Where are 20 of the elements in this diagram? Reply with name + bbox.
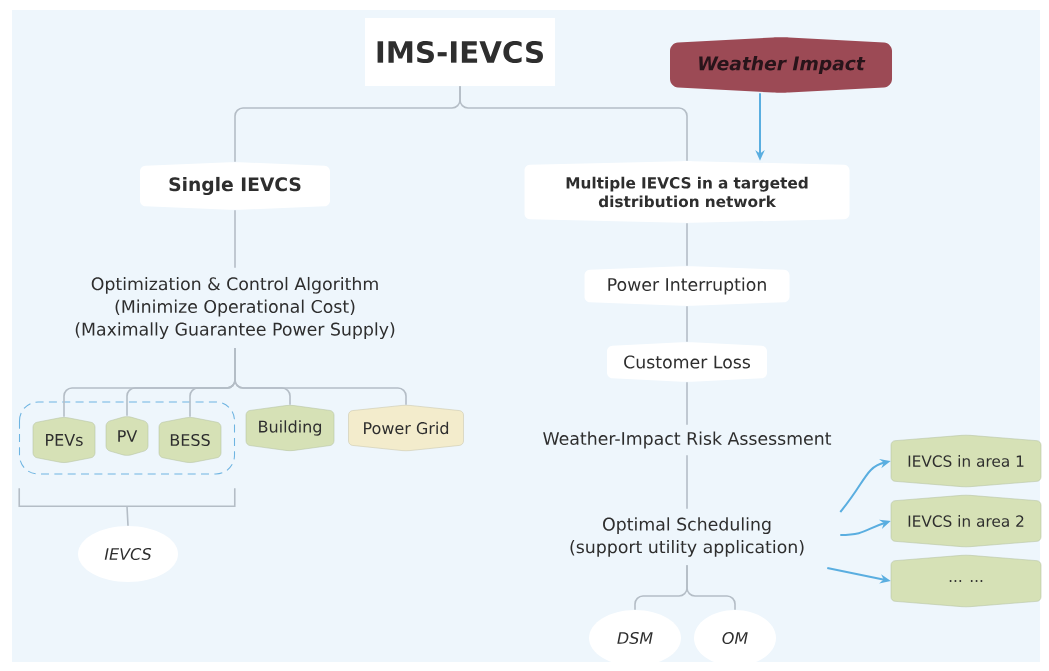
bracket-connector [18, 487, 236, 527]
ellipse-label: IEVCS [78, 526, 178, 582]
rounded-label: Multiple IEVCS in a targeted distribution network [524, 161, 850, 223]
connector [459, 85, 688, 162]
group-box [18, 401, 236, 475]
connector [686, 564, 736, 611]
text-label: Weather-Impact Risk Assessment [543, 431, 832, 449]
connector [686, 305, 688, 343]
connector [686, 381, 688, 426]
connector [686, 222, 688, 267]
text-label: Optimal Scheduling (support utility application) [570, 517, 804, 557]
connector [234, 347, 407, 406]
title-box: IMS-IEVCS [365, 18, 555, 86]
connector [234, 209, 236, 269]
connector [686, 454, 688, 510]
ellipse-label: OM [694, 610, 776, 666]
text-label: Optimization & Control Algorithm (Minimize Operational Cost) (Maximally Guarantee Power Supply) [75, 276, 395, 340]
ellipse-label: DSM [589, 610, 681, 666]
rounded-label: Single IEVCS [140, 162, 330, 210]
hexagon-box: PV [105, 416, 149, 456]
